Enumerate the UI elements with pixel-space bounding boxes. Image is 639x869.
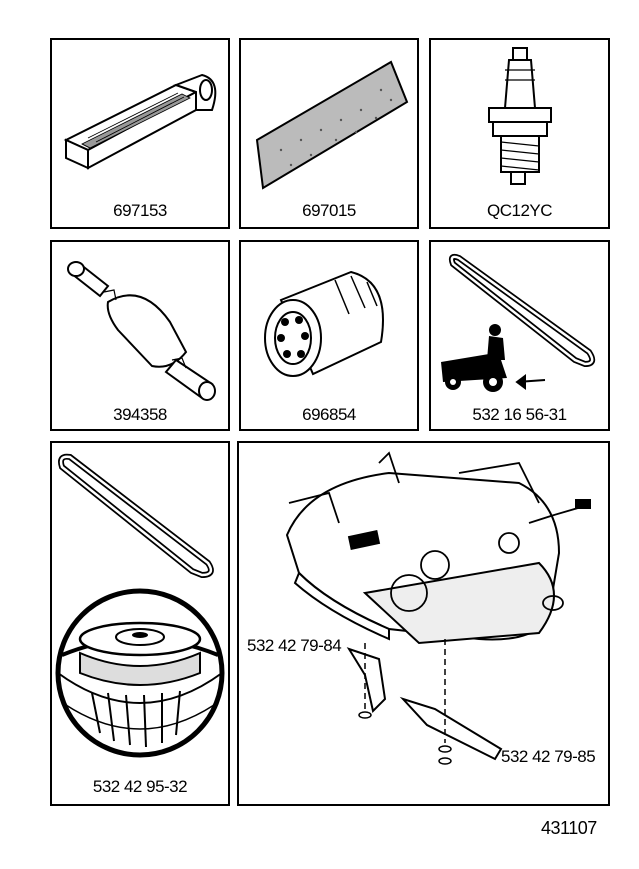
part-number-oil-filter: 696854 [302,405,356,424]
deck-belt-icon [55,453,225,758]
pulley-icon [55,588,225,758]
panel-oil-filter: 696854 [239,240,419,431]
drive-belt-icon [441,253,596,392]
panel-fuel-filter: 394358 [50,240,230,431]
document-number: 431107 [541,818,597,838]
part-number-fuel-filter: 394358 [113,405,167,424]
mower-blade-icon [346,647,503,761]
oil-filter-icon [264,270,384,377]
panel-spark-plug: QC12YC [429,38,610,229]
part-number-air-filter: 697153 [113,201,167,220]
air-filter-icon [63,73,217,170]
panel-drive-belt: 532 16 56-31 [429,240,610,431]
panel-pre-filter: 697015 [239,38,419,229]
panel-air-filter: 697153 [50,38,230,229]
fuel-filter-icon [67,261,216,401]
panel-mower-deck: 532 42 79-84 532 42 79-85 [237,441,610,806]
part-number-drive-belt: 532 16 56-31 [472,405,567,424]
mower-deck-icon [285,451,591,765]
part-number-blade-right: 532 42 79-85 [501,747,596,766]
part-number-pre-filter: 697015 [302,201,356,220]
pre-filter-icon [255,60,409,190]
panel-deck-belt: 532 42 95-32 [50,441,230,806]
part-number-blade-left: 532 42 79-84 [247,636,342,655]
part-number-deck-belt: 532 42 95-32 [92,777,188,796]
spark-plug-icon [488,47,552,185]
part-number-spark-plug: QC12YC [486,201,553,220]
